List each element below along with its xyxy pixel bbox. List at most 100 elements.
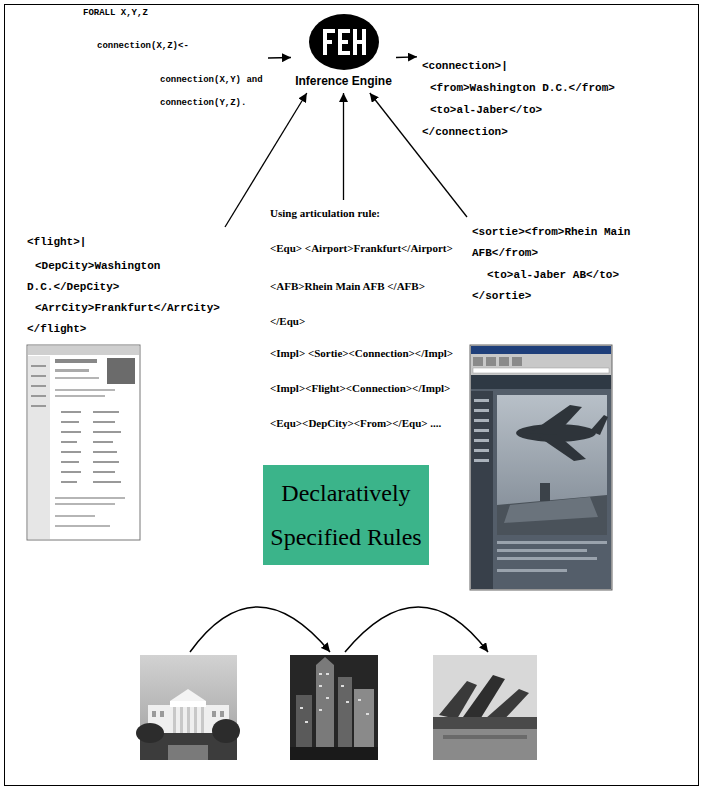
engine-logo (338, 40, 348, 44)
web-screenshot-left (61, 441, 77, 443)
sequence-arrows (190, 607, 488, 652)
web-screenshot-left (93, 441, 113, 443)
web-screenshot-right (497, 549, 587, 552)
web-screenshot-left (107, 358, 135, 384)
articulation-rules: Using articulation rule:<Equ> <Airport>F… (265, 200, 459, 436)
web-screenshot-left (55, 525, 110, 527)
engine-label: Inference Engine (295, 74, 392, 89)
web-screenshot-right (473, 368, 609, 373)
web-screenshot-right (471, 346, 611, 354)
web-screenshot-left (55, 389, 115, 391)
green-box: Declaratively Specified Rules (263, 465, 429, 565)
web-screenshot-right (512, 357, 522, 366)
frankfurt-skyline-photo (300, 707, 303, 709)
web-screenshot-right (471, 391, 493, 589)
web-screenshot-left (31, 375, 46, 377)
web-screenshot-left (28, 346, 139, 355)
web-screenshot-left (31, 405, 46, 407)
web-screenshot-left (93, 471, 115, 473)
xml-line: <to>al-Jaber AB</to> (487, 265, 619, 286)
rule-line: connection(Y,Z). (160, 96, 246, 110)
white-house-photo (136, 723, 164, 743)
web-screenshot-right (474, 419, 489, 422)
web-screenshot-left (61, 461, 79, 463)
web-screenshot-right (474, 439, 489, 442)
frankfurt-skyline-photo (290, 655, 378, 760)
web-screenshot-right (474, 449, 489, 452)
web-screenshot-left (55, 369, 89, 372)
rule-text: FORALL X,Y,Z connection(X,Z)<- connection(… (78, 1, 268, 115)
engine-logo (309, 14, 379, 70)
web-screenshot-left (55, 395, 105, 397)
web-screenshot-right (504, 497, 598, 523)
web-screenshot-left (93, 461, 119, 463)
white-house-photo (212, 711, 216, 717)
xml-line: <to>al-Jaber</to> (430, 100, 542, 121)
web-screenshot-right (474, 409, 489, 412)
rule-line: <AFB>Rhein Main AFB </AFB> (270, 278, 425, 294)
arrow-connector (396, 56, 417, 58)
engine-logo (309, 14, 379, 70)
rule-line: connection(X,Y) and (160, 73, 263, 87)
web-screenshot-right (470, 345, 612, 590)
xml-line: </flight> (27, 319, 86, 340)
rule-line: <Impl> <Sortie><Connection></Impl> (270, 345, 453, 361)
xml-line: <ArrCity>Frankfurt</ArrCity> (35, 298, 220, 319)
frankfurt-skyline-photo (319, 709, 322, 711)
web-screenshot-left (61, 451, 81, 453)
web-screenshot-left (93, 431, 121, 433)
rule-line: FORALL X,Y,Z (83, 6, 148, 20)
web-screenshot-right (540, 483, 550, 501)
web-screenshot-left (55, 377, 99, 379)
xml-line: <flight>| (27, 232, 86, 253)
arrow-connector (225, 93, 307, 227)
frankfurt-skyline-photo (326, 673, 329, 675)
frankfurt-skyline-photo (346, 701, 349, 703)
aircraft-photo (433, 655, 537, 760)
white-house-photo (180, 707, 183, 733)
xml-line: </sortie> (472, 286, 531, 307)
web-screenshot-left (61, 471, 81, 473)
web-screenshot-left (31, 385, 46, 387)
rule-line: <Equ><DepCity><From></Equ> .... (270, 415, 441, 431)
white-house-photo (168, 745, 208, 760)
white-house-photo (140, 655, 237, 760)
web-screenshot-left (61, 481, 77, 483)
web-screenshot-left (27, 345, 140, 540)
frankfurt-skyline-photo (290, 747, 378, 760)
frankfurt-skyline-photo (316, 665, 334, 760)
rule-line: connection(X,Z)<- (97, 39, 189, 53)
frankfurt-skyline-photo (290, 655, 378, 760)
web-screenshot-right (497, 569, 567, 572)
web-screenshot-right (497, 395, 607, 535)
web-screenshot-right (474, 459, 489, 462)
xml-record: <connection>|<from>Washington D.C.</from… (417, 51, 620, 148)
xml-record: <flight>| <DepCity>Washington D.C.</DepCi… (22, 227, 225, 345)
box-label: Declaratively Specified Rules (267, 471, 425, 559)
web-screenshot-right (530, 405, 582, 435)
xml-line: </connection> (422, 122, 508, 143)
web-screenshot-left (31, 365, 46, 367)
xml-line: <from>Washington D.C.</from> (430, 78, 615, 99)
arrow-connector (268, 57, 291, 59)
web-screenshot-right (471, 375, 611, 589)
web-screenshot-left (93, 481, 121, 483)
xml-record: <sortie><from>Rhein Main AFB</from><to>a… (467, 217, 649, 312)
web-screenshot-left (28, 356, 50, 539)
frankfurt-skyline-photo (326, 697, 329, 699)
arrow-connector (343, 93, 344, 200)
web-screenshot-right (590, 415, 608, 435)
engine-logo (323, 40, 332, 44)
white-house-photo (170, 689, 206, 701)
web-screenshot-left (55, 515, 95, 517)
white-house-photo (212, 719, 240, 743)
xml-line: <connection>| (422, 56, 508, 77)
white-house-photo (187, 707, 190, 733)
web-screenshot-left (93, 411, 119, 413)
rule-line: </Equ> (270, 313, 305, 329)
engine-logo (338, 29, 350, 33)
xml-line: <DepCity>Washington D.C.</DepCity> (27, 256, 177, 298)
web-screenshot-right (471, 375, 611, 389)
